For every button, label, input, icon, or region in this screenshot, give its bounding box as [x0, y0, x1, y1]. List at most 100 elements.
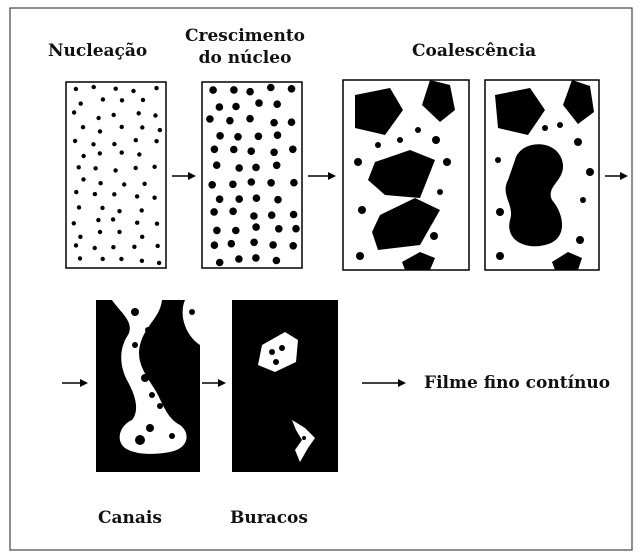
nucleus-dot	[158, 128, 162, 132]
nucleus-dot	[73, 139, 77, 143]
nucleus-dot	[132, 245, 136, 249]
nucleus-dot	[142, 182, 146, 186]
nucleus-dot	[288, 85, 296, 93]
nucleus-dot	[289, 146, 297, 154]
nucleus-dot	[74, 190, 78, 194]
nucleus-dot	[117, 209, 121, 213]
nucleus-dot	[210, 208, 218, 216]
nucleus-dot	[96, 218, 100, 222]
nucleus-dot	[157, 261, 161, 265]
nucleus-dot	[274, 131, 282, 139]
nucleus-dot	[232, 103, 240, 111]
nucleus-dot	[101, 257, 105, 261]
nucleus-dot	[155, 222, 159, 226]
arrow-3	[605, 172, 628, 180]
nucleus-dot	[72, 110, 76, 114]
nucleus-dot	[211, 146, 219, 154]
nucleus-dot	[156, 244, 160, 248]
nucleus-dot	[270, 119, 278, 127]
nucleus-dot	[246, 115, 254, 123]
nucleus-dot	[81, 154, 85, 158]
nucleus-dot	[137, 111, 141, 115]
nucleus-dot	[209, 86, 217, 94]
nucleus-dot	[290, 211, 298, 219]
nucleus-dot	[288, 118, 296, 126]
nucleus-dot	[216, 132, 224, 140]
nucleus-dot	[250, 239, 258, 247]
arrow-4	[62, 379, 88, 387]
nucleus-dot	[206, 115, 214, 123]
arrow-6	[362, 379, 406, 387]
nucleus-dot	[98, 151, 102, 155]
nucleus-dot	[111, 245, 115, 249]
nucleus-dot	[77, 165, 81, 169]
nucleus-dot	[93, 192, 97, 196]
panel-coalescence-a	[343, 80, 469, 270]
nucleus-dot	[230, 146, 238, 154]
nucleus-dot	[140, 208, 144, 212]
nucleus-dot	[252, 164, 260, 172]
label-growth-line1: Crescimento	[180, 26, 310, 46]
nucleus-dot	[98, 181, 102, 185]
nucleus-dot	[275, 225, 283, 233]
nucleus-dot	[273, 162, 281, 170]
nucleus-dot	[135, 221, 139, 225]
nucleus-dot	[267, 84, 275, 92]
nucleus-dot	[273, 100, 281, 108]
nucleus-dot	[114, 87, 118, 91]
arrow-5	[202, 379, 226, 387]
nucleus-dot	[134, 166, 138, 170]
nucleus-dot	[120, 125, 124, 129]
nucleus-dot	[140, 259, 144, 263]
arrow-1	[172, 172, 196, 180]
label-coalescence: Coalescência	[412, 41, 536, 61]
nucleus-dot	[91, 142, 95, 146]
nucleus-dot	[74, 87, 78, 91]
nucleus-dot	[153, 113, 157, 117]
nucleus-dot	[216, 103, 224, 111]
nucleus-dot	[268, 211, 276, 219]
nucleus-dot	[119, 257, 123, 261]
nucleus-dot	[252, 254, 260, 262]
nucleus-dot	[252, 223, 260, 231]
panel-coalescence-b	[485, 80, 599, 270]
nucleus-dot	[229, 181, 237, 189]
panel-nucleus-growth	[202, 82, 302, 268]
nucleus-dot	[228, 240, 236, 248]
nucleus-dot	[140, 125, 144, 129]
nucleus-dot	[134, 138, 138, 142]
nucleus-dot	[234, 133, 242, 141]
nucleus-dot	[96, 116, 100, 120]
panel-nucleation	[66, 82, 166, 268]
label-channels: Canais	[98, 508, 162, 528]
arrow-2	[308, 172, 336, 180]
nucleus-dot	[208, 181, 216, 189]
nucleus-dot	[77, 205, 81, 209]
nucleus-dot	[213, 161, 221, 169]
nucleus-dot	[235, 164, 243, 172]
label-growth-line2: do núcleo	[180, 48, 310, 68]
label-nucleation: Nucleação	[48, 41, 147, 61]
nucleus-dot	[92, 85, 96, 89]
nucleus-dot	[229, 208, 237, 216]
nucleus-dot	[274, 196, 282, 204]
nucleus-dot	[113, 168, 117, 172]
nucleus-dot	[235, 255, 243, 263]
nucleus-dot	[152, 165, 156, 169]
nucleus-dot	[216, 195, 224, 203]
nucleus-dot	[246, 88, 254, 96]
nucleus-dot	[81, 177, 85, 181]
nucleus-dot	[154, 86, 158, 90]
nucleus-dot	[289, 242, 297, 250]
nucleus-dot	[253, 194, 261, 202]
nucleus-dot	[213, 227, 221, 235]
nucleus-dot	[255, 133, 263, 141]
nucleus-dot	[117, 230, 121, 234]
nucleus-dot	[98, 129, 102, 133]
nucleus-dot	[273, 257, 281, 265]
nucleus-dot	[247, 147, 255, 155]
nucleus-dot	[152, 196, 156, 200]
nucleus-dot	[81, 125, 85, 129]
nucleus-dot	[93, 246, 97, 250]
